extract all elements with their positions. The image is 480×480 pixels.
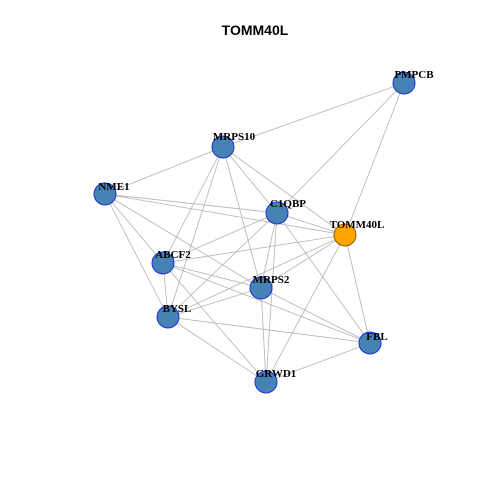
edge-pmpcb-c1qbp [276, 82, 405, 214]
edge-nme1-mrps2 [104, 193, 262, 289]
node-circle-grwd1[interactable] [254, 370, 278, 394]
edge-mrps2-bysl [167, 287, 262, 318]
edge-c1qbp-grwd1 [265, 212, 278, 383]
edge-c1qbp-mrps2 [260, 212, 278, 289]
node-nme1[interactable]: NME1 [93, 181, 130, 206]
edge-abcf2-fbl [162, 262, 371, 344]
node-label-bysl: BYSL [163, 303, 192, 315]
edge-tomm40l-abcf2 [162, 234, 346, 264]
edge-abcf2-mrps2 [162, 262, 262, 289]
node-fbl[interactable]: FBL [358, 331, 388, 355]
edge-mrps10-c1qbp [222, 146, 278, 214]
edge-tomm40l-mrps2 [260, 234, 346, 289]
edge-mrps10-tomm40l [222, 146, 346, 236]
edge-nme1-bysl [104, 193, 169, 318]
node-label-fbl: FBL [366, 331, 387, 343]
node-bysl[interactable]: BYSL [156, 303, 192, 329]
edge-c1qbp-tomm40l [276, 212, 346, 236]
edge-mrps2-fbl [260, 287, 371, 344]
node-grwd1[interactable]: GRWD1 [254, 368, 297, 394]
node-circle-mrps10[interactable] [211, 135, 235, 159]
node-abcf2[interactable]: ABCF2 [151, 249, 191, 275]
node-label-tomm40l: TOMM40L [330, 219, 385, 231]
node-pmpcb[interactable]: PMPCB [392, 69, 434, 95]
node-mrps10[interactable]: MRPS10 [211, 131, 256, 159]
node-label-mrps10: MRPS10 [213, 131, 256, 143]
node-label-pmpcb: PMPCB [394, 69, 434, 81]
node-circle-abcf2[interactable] [151, 251, 175, 275]
edge-c1qbp-abcf2 [162, 212, 278, 264]
edge-nme1-c1qbp [104, 193, 278, 214]
edge-mrps2-grwd1 [260, 287, 267, 383]
edge-pmpcb-mrps10 [222, 82, 405, 148]
edge-pmpcb-tomm40l [344, 82, 405, 236]
node-circle-tomm40l[interactable] [333, 223, 357, 247]
edge-c1qbp-fbl [276, 212, 371, 344]
edge-bysl-grwd1 [167, 316, 267, 383]
edge-fbl-grwd1 [265, 342, 371, 383]
edge-tomm40l-grwd1 [265, 234, 346, 383]
node-circle-fbl[interactable] [358, 331, 382, 355]
node-circle-c1qbp[interactable] [265, 201, 289, 225]
edge-nme1-abcf2 [104, 193, 164, 264]
node-circle-pmpcb[interactable] [392, 71, 416, 95]
node-label-mrps2: MRPS2 [253, 274, 290, 286]
node-tomm40l[interactable]: TOMM40L [330, 219, 385, 247]
node-label-abcf2: ABCF2 [155, 249, 191, 261]
edge-abcf2-grwd1 [162, 262, 267, 383]
edge-nme1-tomm40l [104, 193, 346, 236]
node-circle-mrps2[interactable] [249, 276, 273, 300]
node-mrps2[interactable]: MRPS2 [249, 274, 290, 300]
node-circle-bysl[interactable] [156, 305, 180, 329]
edge-mrps10-nme1 [104, 146, 224, 195]
edge-mrps10-abcf2 [162, 146, 224, 264]
edge-tomm40l-fbl [344, 234, 371, 344]
node-label-grwd1: GRWD1 [256, 368, 297, 380]
node-label-nme1: NME1 [98, 181, 129, 193]
node-c1qbp[interactable]: C1QBP [265, 198, 306, 225]
edge-c1qbp-bysl [167, 212, 278, 318]
graph-title: TOMM40L [222, 22, 289, 38]
node-circle-nme1[interactable] [93, 182, 117, 206]
edge-bysl-fbl [167, 316, 371, 344]
node-label-c1qbp: C1QBP [270, 198, 306, 210]
edges-layer [104, 82, 405, 383]
edge-mrps10-bysl [167, 146, 224, 318]
